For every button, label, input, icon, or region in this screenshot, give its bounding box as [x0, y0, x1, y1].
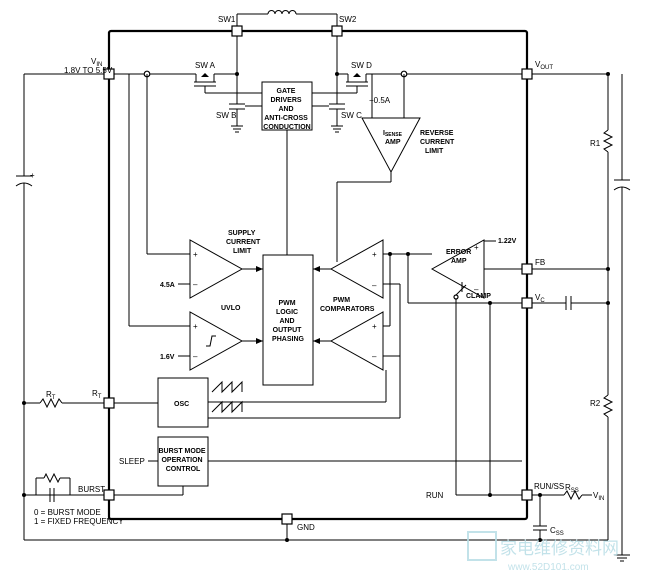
pwm-top-plus: +	[372, 250, 377, 259]
pwm-logic-block	[262, 254, 314, 386]
pin-vin-range: 1.8V TO 5.5V	[64, 66, 113, 75]
rss-vin-label: VIN	[593, 491, 604, 502]
osc-label: OSC	[174, 401, 189, 408]
pin-vc	[521, 297, 533, 309]
pwm-top-minus: –	[372, 281, 377, 290]
cap-plus: +	[30, 171, 35, 180]
supply-current-limit-label: SUPPLY CURRENT LIMIT	[226, 230, 262, 255]
switch-a	[194, 73, 262, 94]
pwm-bottom-plus: +	[372, 322, 377, 331]
switch-a-label: SW A	[195, 61, 216, 70]
isense-amp-label: AMP	[385, 139, 401, 146]
error-amp	[407, 239, 522, 495]
pin-rt	[103, 397, 115, 409]
ref-voltage: 1.22V	[498, 238, 517, 245]
pin-run-ss-label: RUN/SS	[534, 482, 564, 491]
burst-legend: 0 = BURST MODE 1 = FIXED FREQUENCY	[34, 508, 124, 526]
css-label: CSS	[550, 526, 564, 537]
pwm-comparator-bottom	[208, 252, 410, 419]
pin-vout	[521, 68, 533, 80]
pwm-bottom-minus: –	[372, 352, 377, 361]
uvlo-comparator	[128, 74, 263, 371]
pwm-logic-label: PWM LOGIC AND OUTPUT PHASING	[272, 300, 304, 343]
isense-label: ISENSE	[383, 130, 403, 138]
inductor	[236, 10, 338, 26]
power-rails	[114, 36, 522, 78]
pwm-comparators-label: PWM COMPARATORS	[320, 297, 375, 313]
ext-rt-label: RT	[46, 390, 56, 401]
sleep-label: SLEEP	[119, 457, 145, 466]
external-input	[15, 73, 104, 540]
error-plus: +	[474, 243, 479, 252]
watermark-url: www.52D101.com	[507, 562, 589, 573]
pin-sw1	[231, 25, 243, 37]
pin-fb	[521, 263, 533, 275]
pin-vc-label: VC	[535, 293, 545, 304]
supply-minus: –	[193, 280, 198, 289]
supply-plus: +	[193, 250, 198, 259]
pin-vout-label: VOUT	[535, 60, 553, 71]
error-amp-label: ERROR AMP	[446, 249, 473, 265]
switch-c	[312, 74, 345, 133]
pin-fb-label: FB	[535, 258, 545, 267]
pin-sw1-label: SW1	[218, 15, 236, 24]
external-output	[24, 72, 631, 562]
pin-gnd-label: GND	[297, 523, 315, 532]
gate-drivers-label: GATE DRIVERS AND ANTI-CROSS CONDUCTION	[263, 88, 310, 131]
clamp-label: CLAMP	[466, 293, 491, 300]
burst-control-label: BURST MODE OPERATION CONTROL	[158, 448, 207, 473]
watermark-cn: 家电维修资料网	[500, 539, 619, 558]
supply-current-limit-comparator	[146, 74, 263, 299]
pin-run-ss	[521, 489, 533, 501]
uvlo-ref: 1.6V	[160, 354, 175, 361]
switch-b-label: SW B	[216, 111, 236, 120]
watermark: 家电维修资料网 www.52D101.com	[467, 531, 619, 573]
ic-outline	[107, 29, 529, 521]
rss-label: RSS	[565, 483, 579, 494]
pin-sw2	[331, 25, 343, 37]
pin-gnd	[281, 513, 293, 525]
switch-d-label: SW D	[351, 61, 372, 70]
pwm-comparator-top	[313, 239, 408, 299]
reverse-current-limit: REVERSE CURRENT LIMIT	[420, 130, 456, 155]
error-minus: –	[474, 285, 479, 294]
pin-sw2-label: SW2	[339, 15, 357, 24]
sawtooth-icons	[211, 380, 243, 414]
switch-b	[229, 74, 262, 133]
pin-rt-label: RT	[92, 389, 102, 400]
run-label: RUN	[426, 491, 444, 500]
isense-offset: −0.5A	[369, 96, 391, 105]
r1-label: R1	[590, 139, 601, 148]
pin-vin-label: VIN	[91, 57, 102, 68]
switch-c-label: SW C	[341, 111, 362, 120]
uvlo-plus: +	[193, 322, 198, 331]
uvlo-label: UVLO	[221, 305, 241, 312]
switch-d	[312, 73, 368, 94]
supply-ref: 4.5A	[160, 282, 175, 289]
r2-label: R2	[590, 399, 601, 408]
pin-burst-label: BURST	[78, 485, 105, 494]
isense-amp	[336, 74, 421, 250]
uvlo-minus: –	[193, 352, 198, 361]
pin-burst	[103, 489, 115, 501]
